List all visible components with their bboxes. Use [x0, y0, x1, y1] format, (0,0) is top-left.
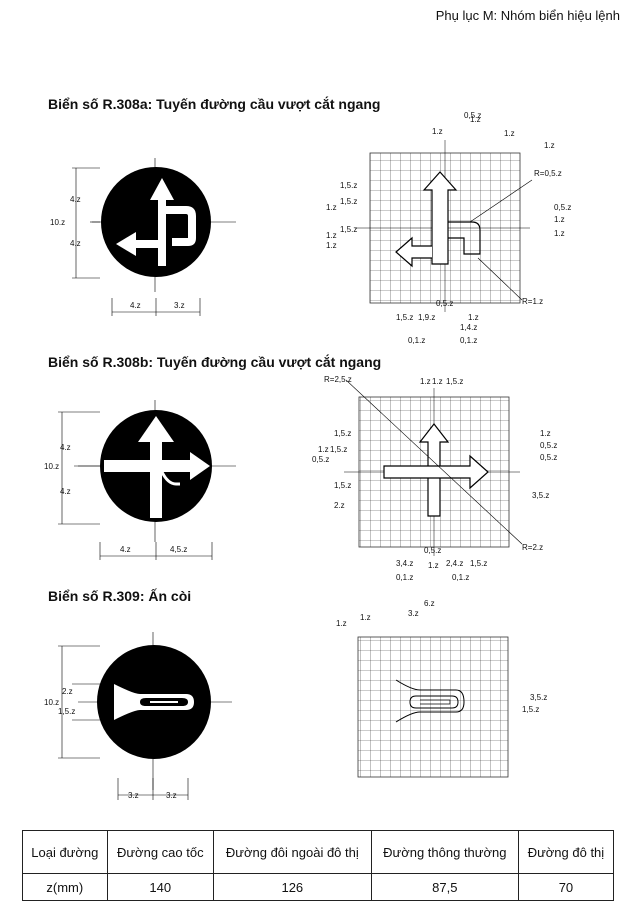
z-value-table: Loại đường Đường cao tốc Đường đôi ngoài… — [22, 830, 615, 901]
dim-bottom-right: 4,5.z — [170, 545, 187, 554]
grid-right-3: 1.z — [554, 215, 565, 224]
sign-r308a — [92, 158, 236, 292]
dim-bottom-left: 4.z — [120, 545, 131, 554]
radius-r308b-top: R=2,5.z — [324, 375, 352, 384]
dims-r309-left — [58, 645, 189, 800]
grid-bottom-5: 1,4.z — [460, 323, 477, 332]
grid-top-3: 1.z — [432, 127, 443, 136]
table-cell: 70 — [517, 873, 615, 901]
section-title-r309: Biển số R.309: Ấn còi — [48, 588, 192, 604]
dim-lower: 4.z — [70, 239, 81, 248]
grid-left-1: 1,5.z — [334, 429, 351, 438]
dim-lower: 1,5.z — [58, 707, 75, 716]
grid-top-4: 1.z — [336, 619, 347, 628]
dim-bottom-right: 3.z — [174, 301, 185, 310]
dims-r308a-left — [72, 167, 201, 316]
grid-left-2: 1.z — [318, 445, 329, 454]
dim-bottom-right: 3.z — [166, 791, 177, 800]
grid-bottom-6: 0,1.z — [408, 336, 425, 345]
grid-right-4: 1.z — [554, 229, 565, 238]
grid-bottom-6: 0,1.z — [396, 573, 413, 582]
dims-r308b-left — [58, 411, 213, 560]
table-header-cell: Đường đô thị — [517, 830, 615, 874]
dim-upper: 4.z — [60, 443, 71, 452]
grid-right-3: 0,5.z — [540, 453, 557, 462]
dim-total: 10.z — [44, 698, 59, 707]
grid-top-2: 1.z — [432, 377, 443, 386]
grid-bottom-4: 1.z — [468, 313, 479, 322]
table-cell: 140 — [106, 873, 214, 901]
grid-bottom-2: 3,4.z — [396, 559, 413, 568]
grid-top-1: 6.z — [424, 599, 435, 608]
grid-left-3: 1.z — [326, 203, 337, 212]
grid-bottom-5: 1,5.z — [470, 559, 487, 568]
sign-r308b — [78, 400, 236, 542]
grid-left-6: 2.z — [334, 501, 345, 510]
section-title-r308b: Biển số R.308b: Tuyến đường cầu vượt cắt… — [48, 354, 382, 370]
grid-top-3: 1,5.z — [446, 377, 463, 386]
table-cell: 126 — [212, 873, 372, 901]
table-cell: z(mm) — [22, 873, 108, 901]
grid-r308b — [344, 379, 523, 556]
grid-top-1: 1.z — [470, 115, 481, 124]
grid-bottom-7: 0,1.z — [460, 336, 477, 345]
grid-right-2: 0,5.z — [540, 441, 557, 450]
table-header-cell: Đường đôi ngoài đô thị — [212, 830, 372, 874]
grid-bottom-3: 1,9.z — [418, 313, 435, 322]
grid-left-4: 1,5.z — [340, 225, 357, 234]
grid-top-4: 1.z — [504, 129, 515, 138]
dim-upper: 4.z — [70, 195, 81, 204]
grid-bottom-1: 0,5.z — [424, 546, 441, 555]
section-title-r308a: Biển số R.308a: Tuyến đường cầu vượt cắt… — [48, 96, 381, 112]
grid-left-5: 1.z — [326, 231, 337, 240]
grid-left-6: 1.z — [326, 241, 337, 250]
radius-r308a-bottom: R=1.z — [522, 297, 543, 306]
grid-r308a — [355, 140, 533, 312]
dim-bottom-left: 3.z — [128, 791, 139, 800]
grid-right-2: 1,5.z — [522, 705, 539, 714]
dim-total: 10.z — [50, 218, 65, 227]
grid-right-4: 3,5.z — [532, 491, 549, 500]
grid-bottom-1: 0,5.z — [436, 299, 453, 308]
grid-left-5: 1,5.z — [334, 481, 351, 490]
grid-bottom-4: 2,4.z — [446, 559, 463, 568]
grid-left-1: 1,5.z — [340, 181, 357, 190]
grid-left-3: 1,5.z — [330, 445, 347, 454]
table-cell: 87,5 — [370, 873, 519, 901]
grid-right-1: 3,5.z — [530, 693, 547, 702]
dim-bottom-left: 4.z — [130, 301, 141, 310]
grid-r309 — [357, 636, 509, 778]
dim-total: 10.z — [44, 462, 59, 471]
table-header-cell: Đường cao tốc — [106, 830, 214, 874]
grid-right-2: 0,5.z — [554, 203, 571, 212]
table-row: z(mm) 140 126 87,5 70 — [22, 873, 615, 901]
grid-left-2: 1,5.z — [340, 197, 357, 206]
grid-top-3: 1.z — [360, 613, 371, 622]
table-header-cell: Loại đường — [22, 830, 108, 874]
table-header-row: Loại đường Đường cao tốc Đường đôi ngoài… — [22, 830, 615, 874]
grid-top-2: 3.z — [408, 609, 419, 618]
grid-top-1: 1.z — [420, 377, 431, 386]
grid-right-1: 1.z — [544, 141, 555, 150]
radius-r308a-top: R=0,5.z — [534, 169, 562, 178]
dim-upper: 2.z — [62, 687, 73, 696]
grid-left-4: 0,5.z — [312, 455, 329, 464]
radius-r308b-bottom: R=2.z — [522, 543, 543, 552]
appendix-header: Phụ lục M: Nhóm biển hiệu lệnh — [435, 8, 620, 23]
dim-lower: 4.z — [60, 487, 71, 496]
grid-bottom-7: 0,1.z — [452, 573, 469, 582]
grid-bottom-3: 1.z — [428, 561, 439, 570]
grid-bottom-2: 1,5.z — [396, 313, 413, 322]
table-header-cell: Đường thông thường — [370, 830, 519, 874]
grid-top-2: 0,5.z — [464, 111, 481, 120]
grid-right-1: 1.z — [540, 429, 551, 438]
sign-r309 — [78, 632, 232, 790]
